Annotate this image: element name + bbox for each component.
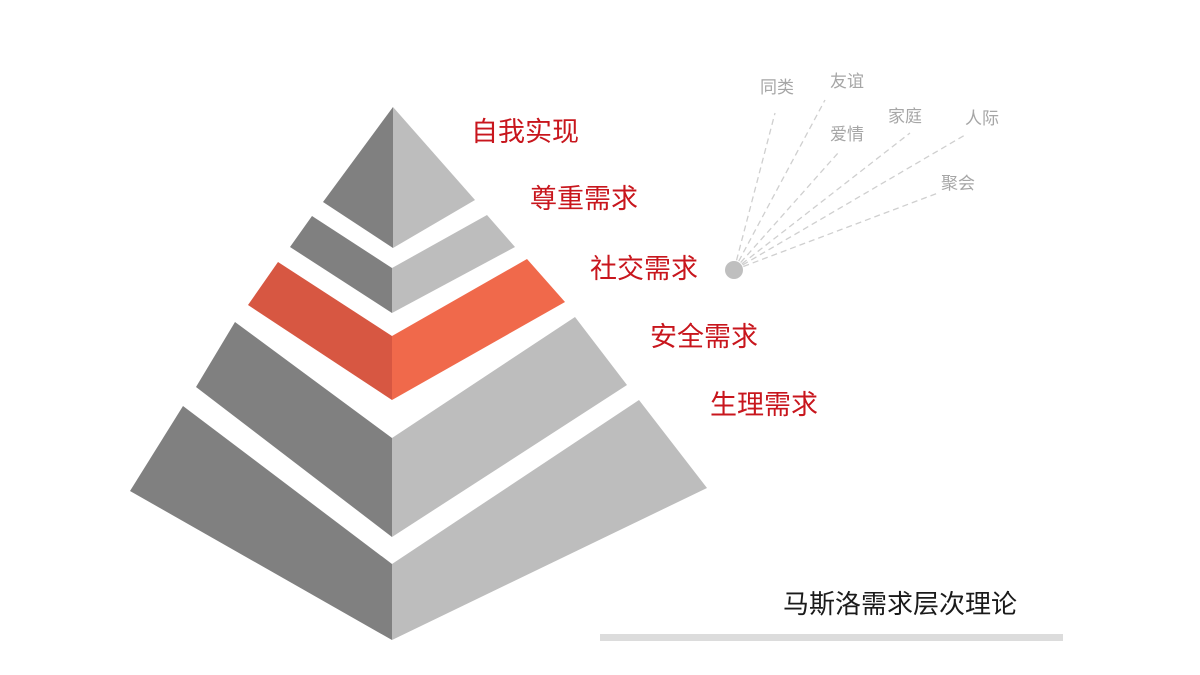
connector-line-juhui xyxy=(733,192,939,271)
connector-line-aiqing xyxy=(733,152,839,271)
connector-line-tonglei xyxy=(733,112,776,271)
pyramid-level-physiological[interactable] xyxy=(130,400,707,640)
level-label-social: 社交需求 xyxy=(590,254,698,285)
level-label-self-actualization: 自我实现 xyxy=(471,117,579,148)
diagram-title: 马斯洛需求层次理论 xyxy=(783,590,1018,620)
connector-hub-dot xyxy=(725,261,743,279)
social-detail-aiqing: 爱情 xyxy=(830,125,864,145)
level-label-physiological: 生理需求 xyxy=(710,390,818,421)
level-2-left-face xyxy=(290,216,392,313)
level-1-right-face xyxy=(393,107,475,248)
level-4-right-face xyxy=(392,317,627,537)
connector-line-youyi xyxy=(733,99,826,271)
social-detail-renji: 人际 xyxy=(965,109,999,129)
level-5-left-face xyxy=(130,406,392,640)
connector-line-jiating xyxy=(733,132,911,271)
pyramid-level-safety[interactable] xyxy=(196,317,627,537)
social-detail-youyi: 友谊 xyxy=(830,72,864,92)
level-1-left-face xyxy=(323,107,393,248)
level-4-left-face xyxy=(196,322,392,537)
level-5-right-face xyxy=(392,400,707,640)
title-underline-bar xyxy=(600,634,1063,641)
social-detail-juhui: 聚会 xyxy=(941,174,975,194)
level-label-safety: 安全需求 xyxy=(650,322,758,353)
social-detail-tonglei: 同类 xyxy=(760,78,794,98)
level-label-esteem: 尊重需求 xyxy=(530,184,638,215)
connector-line-renji xyxy=(733,134,966,271)
social-connector-lines xyxy=(733,99,966,271)
level-3-right-face xyxy=(392,259,565,400)
pyramid-level-social[interactable] xyxy=(248,259,565,400)
pyramid-level-esteem[interactable] xyxy=(290,215,515,313)
social-detail-jiating: 家庭 xyxy=(888,107,922,127)
level-3-left-face xyxy=(248,262,392,400)
level-2-right-face xyxy=(392,215,515,313)
pyramid-level-self-actualization[interactable] xyxy=(323,107,475,248)
